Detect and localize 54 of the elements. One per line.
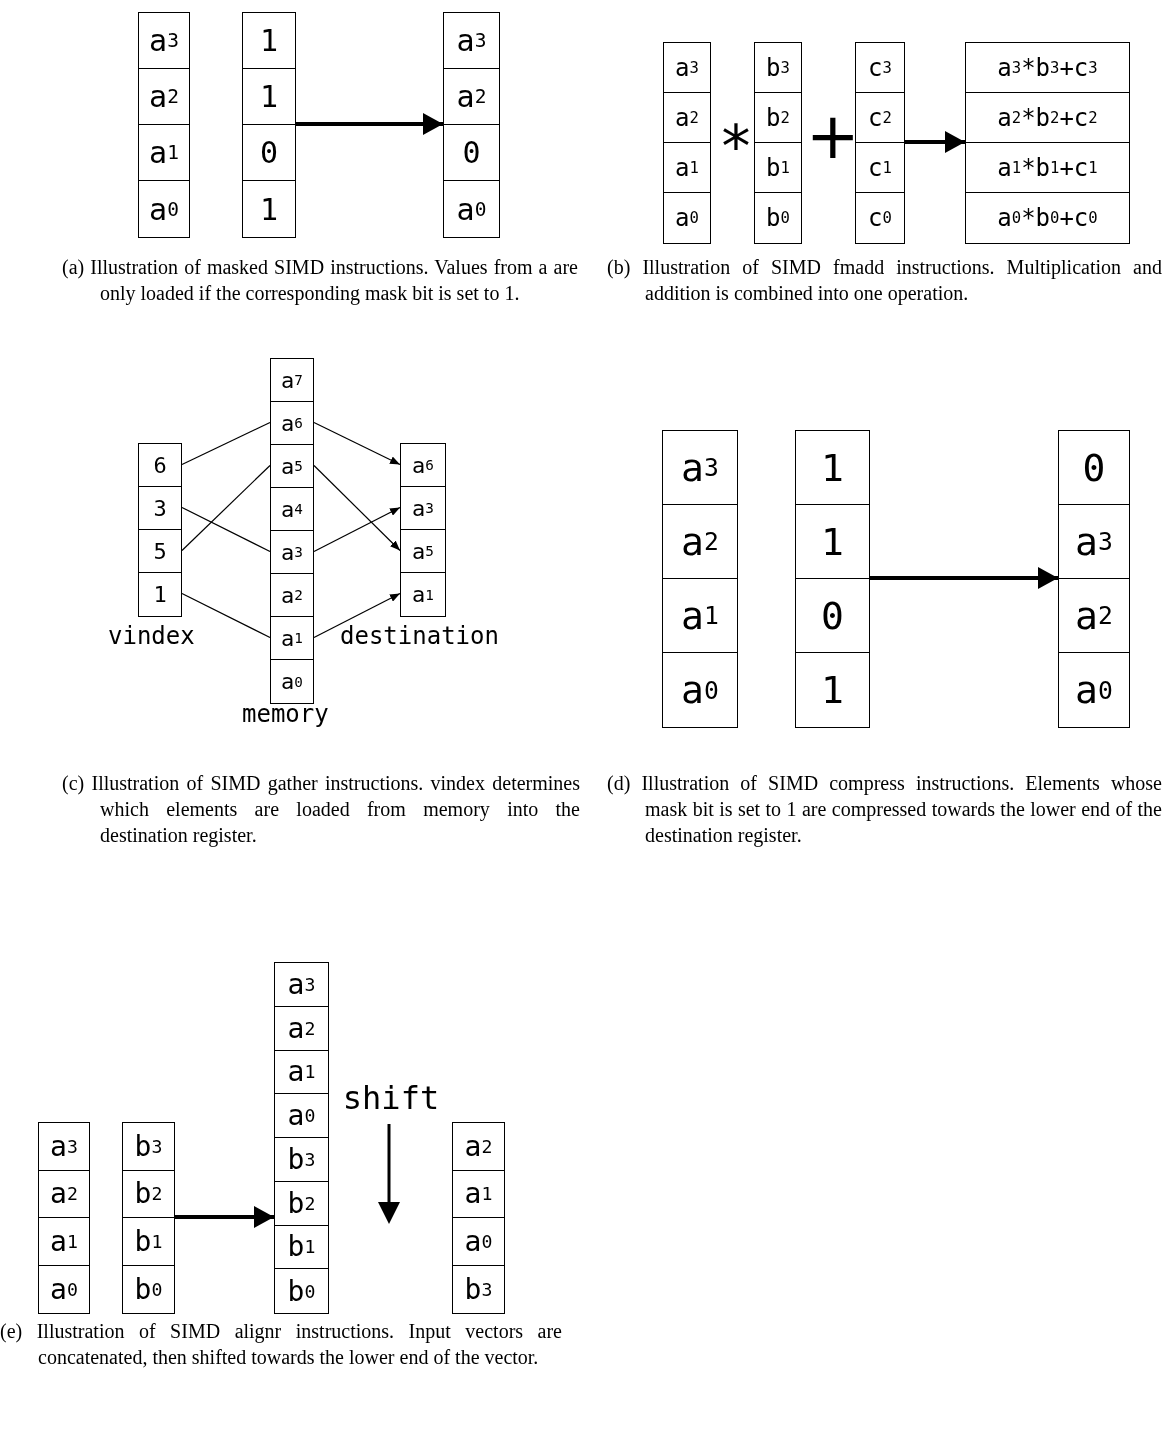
arrow <box>296 113 443 135</box>
arrow <box>870 567 1058 589</box>
arrow <box>313 421 401 466</box>
vector-register <box>138 443 182 617</box>
vector-register <box>38 1122 90 1314</box>
vector-register <box>1058 430 1130 728</box>
register-label: destination <box>340 622 499 650</box>
vector-element: 1 <box>796 653 869 727</box>
figure-caption: (c) Illustration of SIMD gather instructions. vindex determines which elements are loaded from memory into the destination register. <box>62 771 580 848</box>
figure-caption: (a) Illustration of masked SIMD instructions. Values from a are only loaded if the corresponding mask bit is set to 1. <box>62 255 578 306</box>
vector-element: 1 <box>139 573 181 616</box>
arrow <box>905 131 965 153</box>
register-label: memory <box>242 700 329 728</box>
vector-register <box>270 358 314 704</box>
vector-register <box>663 42 711 244</box>
vector-element: 1 <box>243 69 295 125</box>
vector-register <box>452 1122 505 1314</box>
vector-register <box>443 12 500 238</box>
vector-element: 1 <box>796 431 869 505</box>
connector-line <box>181 464 271 552</box>
arrow <box>175 1206 274 1228</box>
connector-line <box>181 592 271 639</box>
figure-caption: (d) Illustration of SIMD compress instructions. Elements whose mask bit is set to 1 are compressed towards the lower end of the destination register. <box>607 771 1162 848</box>
vector-register <box>122 1122 175 1314</box>
vector-register <box>855 42 905 244</box>
arrow <box>313 592 401 639</box>
figure-caption: (b) Illustration of SIMD fmadd instructions. Multiplication and addition is combined into one operation. <box>607 255 1162 306</box>
vector-register <box>754 42 802 244</box>
vector-element: 0 <box>243 125 295 181</box>
vector-element: 1 <box>243 13 295 69</box>
arrow <box>313 506 401 553</box>
vector-element: 1 <box>796 505 869 579</box>
vector-element: 0 <box>1059 431 1129 505</box>
vector-register <box>400 443 446 617</box>
vector-element: 5 <box>139 530 181 573</box>
vector-register <box>662 430 738 728</box>
register-label: vindex <box>108 622 195 650</box>
vector-register <box>965 42 1130 244</box>
operation-label: shift <box>341 1082 441 1114</box>
arrow <box>313 464 401 552</box>
vector-element: 6 <box>139 444 181 487</box>
vector-register <box>274 962 329 1314</box>
plus-symbol: + <box>806 104 852 168</box>
vector-register <box>795 430 870 728</box>
vector-element: 1 <box>243 181 295 237</box>
connector-line <box>181 421 271 466</box>
vector-register <box>138 12 190 238</box>
multiply-symbol: * <box>717 118 755 176</box>
vector-element: 0 <box>444 125 499 181</box>
vector-register <box>242 12 296 238</box>
figure-caption: (e) Illustration of SIMD alignr instructions. Input vectors are concatenated, then shifted towards the lower end of the vector. <box>0 1319 562 1370</box>
vector-element: 0 <box>796 579 869 653</box>
connector-line <box>181 506 271 553</box>
vector-element: 3 <box>139 487 181 530</box>
